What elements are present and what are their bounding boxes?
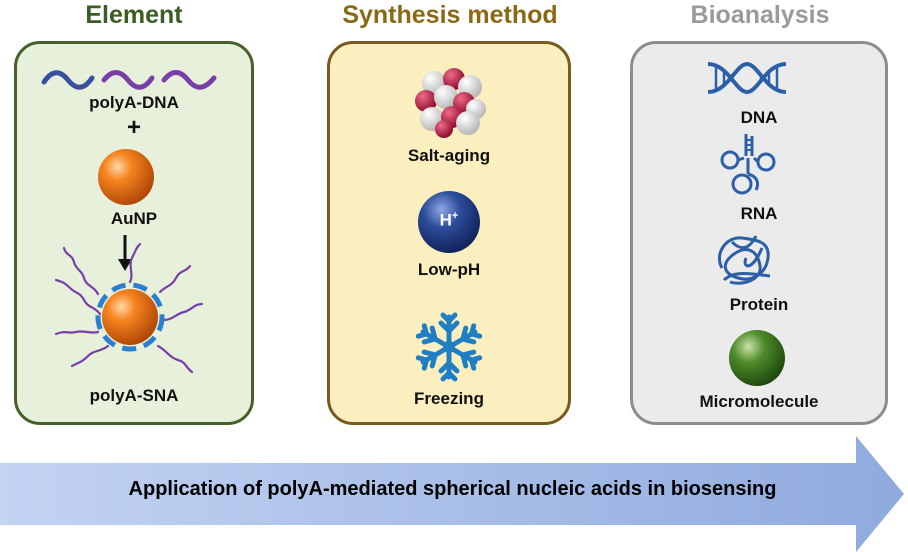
low-ph-label: Low-pH [417,260,481,279]
down-arrow-icon [118,235,132,271]
application-banner-text: Application of polyA-mediated spherical … [128,478,777,500]
gold-nanoparticle-icon [98,149,154,205]
h-plus-text: H+ [439,210,459,230]
salt-aging-label: Salt-aging [407,146,491,165]
protein-label: Protein [729,295,789,314]
protein-icon [718,235,771,285]
snowflake-icon [414,312,484,382]
synthesis-method-heading: Synthesis method [342,1,558,29]
bioanalysis-heading: Bioanalysis [690,1,830,29]
application-arrow-banner [0,436,904,552]
micromolecule-sphere-icon [729,330,785,386]
freezing-label: Freezing [414,389,484,408]
element-panel [14,41,254,425]
plus-sign: + [126,114,141,141]
aunp-label: AuNP [110,209,158,228]
rna-label: RNA [740,204,778,223]
micromolecule-label: Micromolecule [699,392,819,411]
spherical-nucleic-acid-icon [54,242,204,374]
dna-helix-icon [707,61,787,95]
salt-crystal-icon [415,68,486,138]
element-heading: Element [85,1,183,29]
rna-icon [720,134,776,195]
dna-label: DNA [740,108,778,127]
polya-sna-label: polyA-SNA [89,386,179,405]
dna-strands-icon [41,70,217,90]
polya-dna-label: polyA-DNA [89,93,179,112]
proton-sphere-icon [418,191,480,253]
